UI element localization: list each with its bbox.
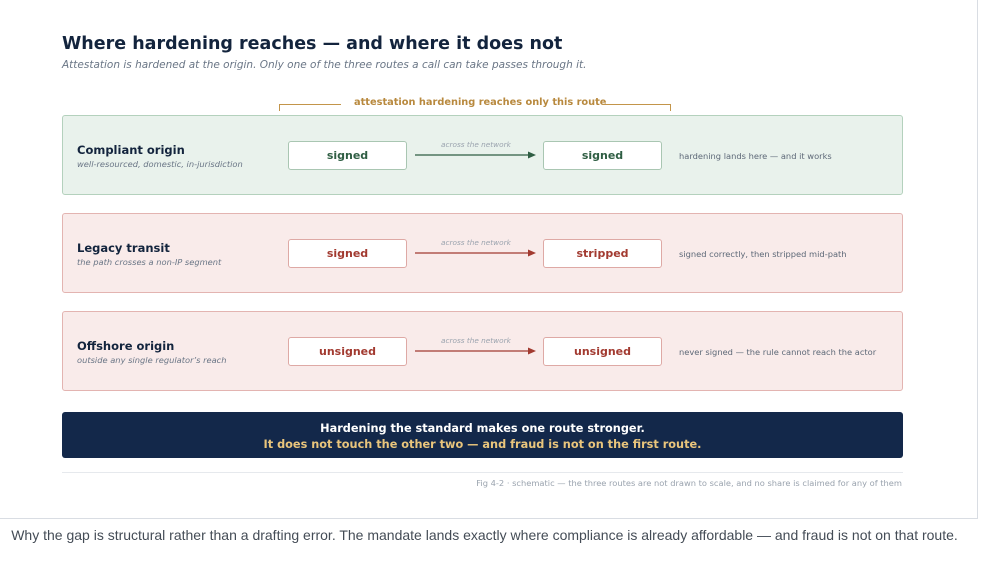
arrow-icon: [415, 151, 536, 159]
destination-state-box: stripped: [543, 239, 662, 268]
figure-title: Where hardening reaches — and where it d…: [62, 34, 563, 54]
figure-subtitle: Attestation is hardened at the origin. O…: [62, 59, 587, 71]
route-description: well-resourced, domestic, in-jurisdictio…: [77, 159, 243, 169]
banner-line-2: It does not touch the other two — and fr…: [263, 438, 702, 451]
bracket-line-right: [603, 104, 671, 105]
destination-state-box: unsigned: [543, 337, 662, 366]
arrow-icon: [415, 249, 536, 257]
route-description: the path crosses a non-IP segment: [77, 257, 222, 267]
route-name: Offshore origin: [77, 339, 175, 353]
network-label: across the network: [441, 336, 511, 345]
bracket-line-left: [279, 104, 341, 105]
bracket-tick-right: [670, 104, 671, 111]
route-note: signed correctly, then stripped mid-path: [679, 249, 847, 259]
route-name: Legacy transit: [77, 241, 170, 255]
route-legacy-transit: Legacy transit the path crosses a non-IP…: [62, 213, 903, 293]
network-label: across the network: [441, 238, 511, 247]
banner-line-1: Hardening the standard makes one route s…: [320, 422, 645, 435]
network-label: across the network: [441, 140, 511, 149]
figure-panel: Where hardening reaches — and where it d…: [0, 0, 978, 519]
conclusion-banner: Hardening the standard makes one route s…: [62, 412, 903, 458]
destination-state-box: signed: [543, 141, 662, 170]
route-note: never signed — the rule cannot reach the…: [679, 347, 877, 357]
route-note: hardening lands here — and it works: [679, 151, 832, 161]
arrow-icon: [415, 347, 536, 355]
bracket-label: attestation hardening reaches only this …: [354, 97, 607, 108]
divider: [62, 472, 903, 473]
bracket-tick-left: [279, 104, 280, 111]
route-name: Compliant origin: [77, 143, 185, 157]
figure-caption: Why the gap is structural rather than a …: [11, 527, 958, 543]
origin-state-box: signed: [288, 141, 407, 170]
figure-label: Fig 4-2 · schematic — the three routes a…: [476, 478, 902, 488]
origin-state-box: unsigned: [288, 337, 407, 366]
route-offshore-origin: Offshore origin outside any single regul…: [62, 311, 903, 391]
route-compliant-origin: Compliant origin well-resourced, domesti…: [62, 115, 903, 195]
hardening-bracket: attestation hardening reaches only this …: [279, 97, 671, 111]
route-description: outside any single regulator’s reach: [77, 355, 227, 365]
origin-state-box: signed: [288, 239, 407, 268]
